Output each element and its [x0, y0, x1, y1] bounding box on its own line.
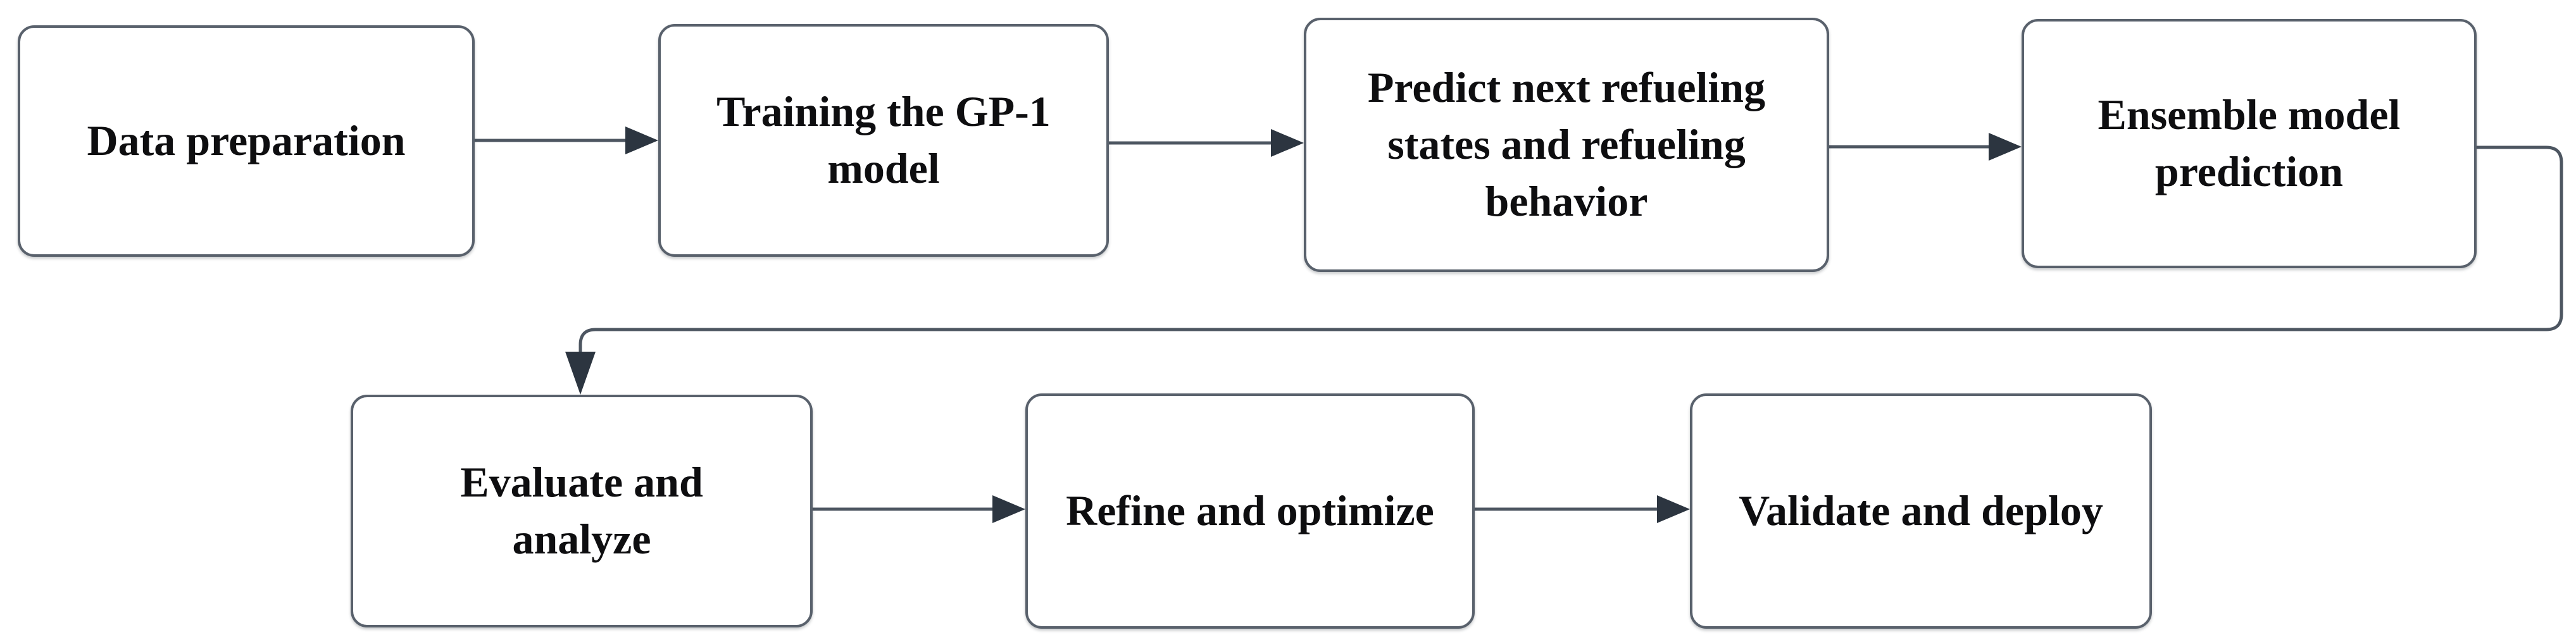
edge-data-preparation-to-training-gp1: [475, 127, 658, 154]
flow-node-refine-optimize: Refine and optimize: [1025, 393, 1475, 629]
flow-node-validate-deploy: Validate and deploy: [1690, 393, 2152, 629]
arrowhead-down-icon: [565, 352, 596, 395]
edge-training-gp1-to-predict-refueling: [1109, 129, 1304, 157]
flow-node-evaluate-analyze: Evaluate and analyze: [351, 395, 813, 627]
edge-refine-optimize-to-validate-deploy: [1475, 495, 1690, 523]
flow-node-predict-refueling: Predict next refueling states and refuel…: [1304, 18, 1829, 272]
arrowhead-right-icon: [1657, 495, 1690, 523]
arrowhead-right-icon: [992, 495, 1025, 523]
edge-predict-refueling-to-ensemble-prediction: [1829, 133, 2022, 161]
arrowhead-right-icon: [1271, 129, 1304, 157]
flow-node-data-preparation: Data preparation: [18, 25, 475, 257]
edge-evaluate-analyze-to-refine-optimize: [813, 495, 1025, 523]
flow-node-training-gp1: Training the GP-1 model: [658, 24, 1109, 257]
arrowhead-right-icon: [625, 127, 658, 154]
flow-node-ensemble-prediction: Ensemble model prediction: [2022, 19, 2477, 268]
arrowhead-right-icon: [1989, 133, 2022, 161]
